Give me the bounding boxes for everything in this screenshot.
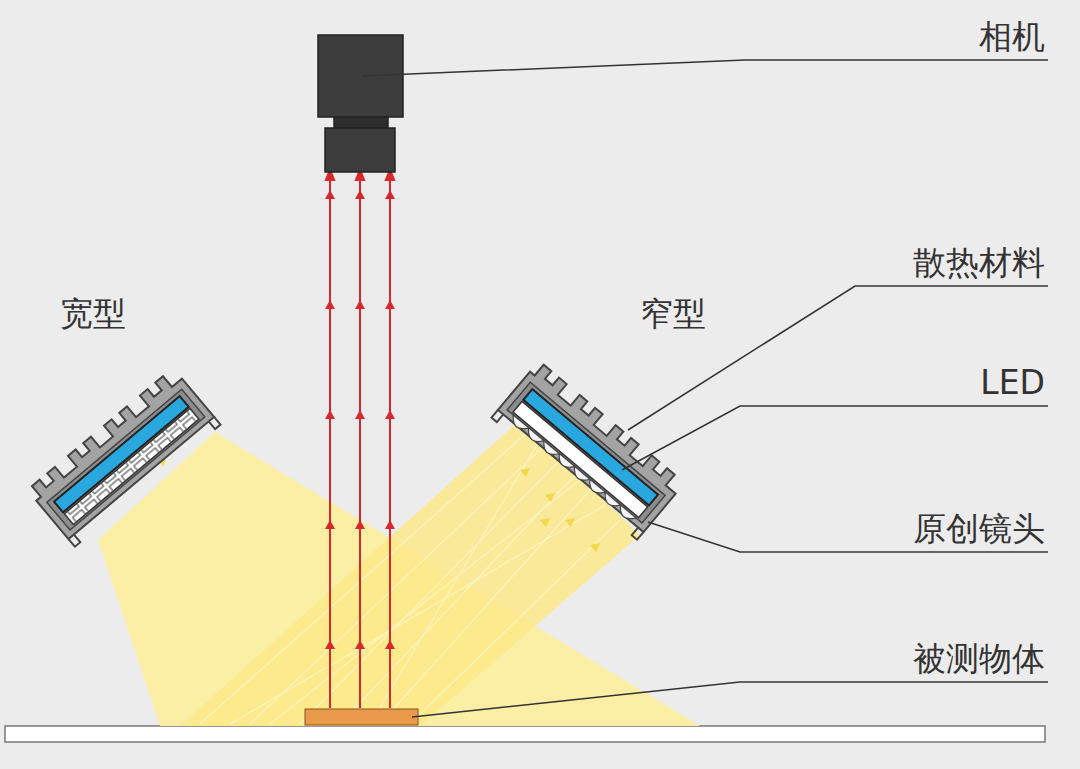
ray-arrowhead <box>355 520 365 529</box>
ray-arrowhead <box>385 300 395 309</box>
test-object <box>305 709 418 725</box>
ray-arrowhead <box>385 190 395 199</box>
camera-lens <box>325 128 395 172</box>
ray-arrowhead <box>325 410 335 419</box>
part-label: LED <box>980 365 1045 401</box>
base-plate <box>5 726 1045 742</box>
ray-arrowhead <box>325 190 335 199</box>
ray-arrowhead <box>355 190 365 199</box>
narrow-lamp <box>492 361 685 540</box>
ray-arrowhead <box>355 410 365 419</box>
ray-arrowhead <box>385 640 395 649</box>
ray-arrowhead <box>325 520 335 529</box>
reflected-rays <box>325 174 395 708</box>
ray-arrowhead <box>325 300 335 309</box>
camera-ring <box>334 117 388 128</box>
part-label: 散热材料 <box>913 245 1045 281</box>
part-label: 相机 <box>979 19 1045 55</box>
part-label: 原创镜头 <box>913 511 1045 547</box>
leader-lines <box>362 60 1048 717</box>
ray-arrowhead <box>325 640 335 649</box>
light-rays <box>200 430 620 724</box>
part-label: 窄型 <box>640 296 706 332</box>
ray-arrowhead <box>355 640 365 649</box>
ray-arrowhead <box>385 410 395 419</box>
part-label: 被测物体 <box>913 641 1045 677</box>
narrow-beam <box>180 420 640 726</box>
camera-body <box>318 35 403 117</box>
ray-arrowhead <box>355 300 365 309</box>
ray-arrowhead <box>385 520 395 529</box>
wide-lamp <box>27 368 220 547</box>
part-label: 宽型 <box>60 296 126 332</box>
